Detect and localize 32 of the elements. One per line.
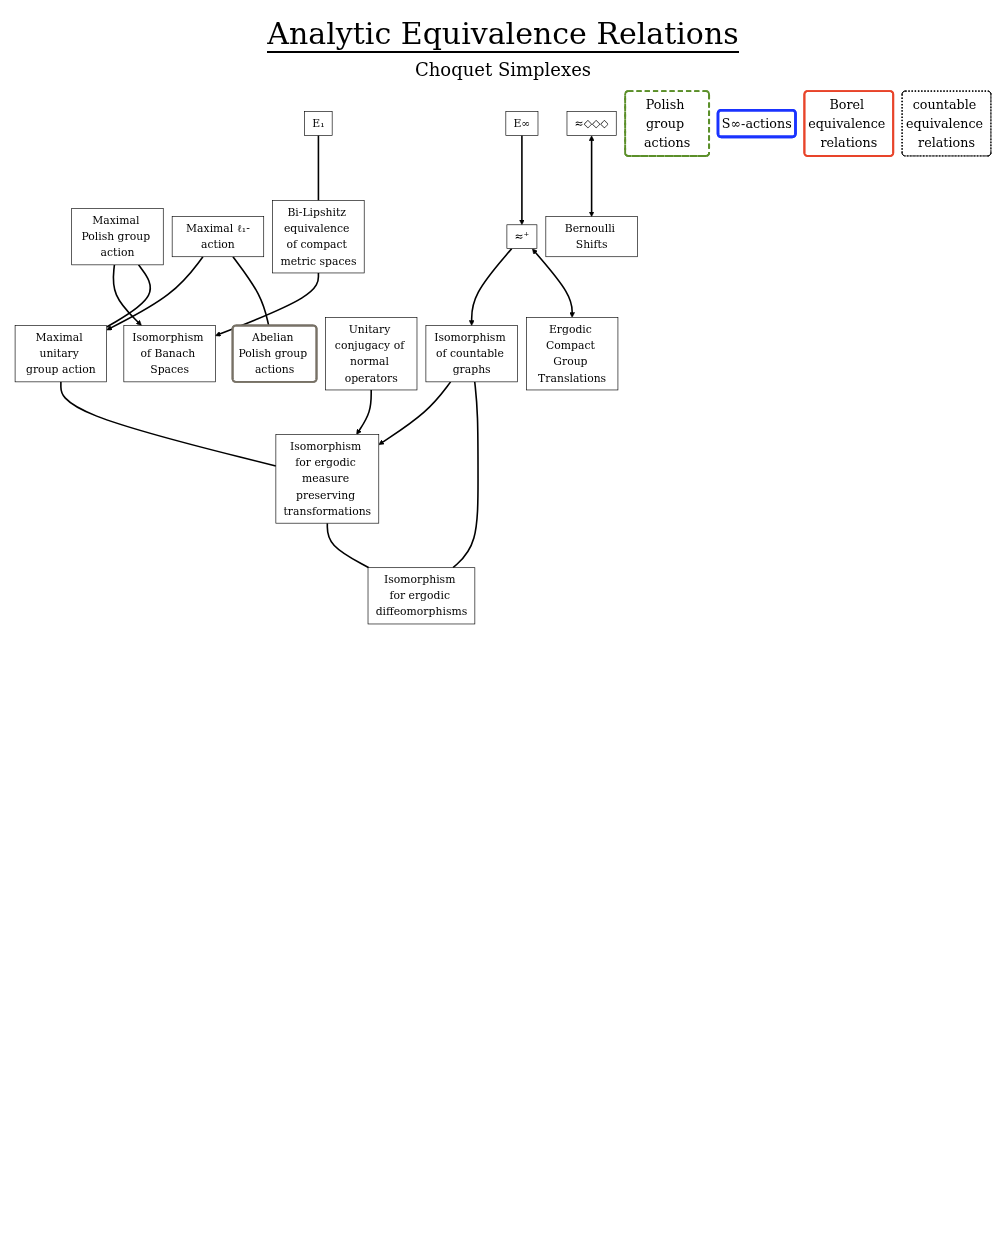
note-label: Choquet Simplexes xyxy=(414,59,592,80)
node-box: Maximal unitary group action xyxy=(14,325,107,383)
arrow xyxy=(588,135,595,217)
arrow xyxy=(378,381,452,445)
node-box: Maximal Polish group action xyxy=(71,208,164,266)
arrow xyxy=(468,247,513,326)
node-box: Ergodic Compact Group Translations xyxy=(526,317,619,391)
title: Analytic Equivalence Relations xyxy=(267,16,739,53)
node-box: Bernoulli Shifts xyxy=(545,216,638,258)
connector xyxy=(452,381,479,569)
connector xyxy=(317,134,320,202)
node-box: E∞ xyxy=(505,111,539,136)
node-box: Unitary conjugacy of normal operators xyxy=(325,317,418,391)
arrow xyxy=(106,255,204,331)
node-box: Maximal ℓ₁-action xyxy=(171,216,265,258)
connector xyxy=(326,522,370,569)
node-box: Isomorphism of Banach Spaces xyxy=(123,325,216,383)
node-box: Isomorphism for ergodic measure preserving transformations xyxy=(275,434,380,524)
node-box: ≈⁺ xyxy=(506,224,538,249)
arrow xyxy=(532,248,575,318)
arrow xyxy=(356,389,372,435)
connector xyxy=(105,264,152,328)
node-box: ≈◇◇◇ xyxy=(566,111,617,136)
node-box: E₁ xyxy=(304,111,333,136)
arrow xyxy=(215,272,320,337)
node-box: Isomorphism for ergodic diffeomorphisms xyxy=(367,567,476,625)
node-box: Isomorphism of countable graphs xyxy=(425,325,518,383)
connector xyxy=(232,255,270,327)
arrow xyxy=(519,134,525,226)
arrow xyxy=(112,264,142,326)
connector xyxy=(60,381,277,467)
node-box: Bi-Lipshitz equivalence of compact metric spaces xyxy=(272,200,365,274)
